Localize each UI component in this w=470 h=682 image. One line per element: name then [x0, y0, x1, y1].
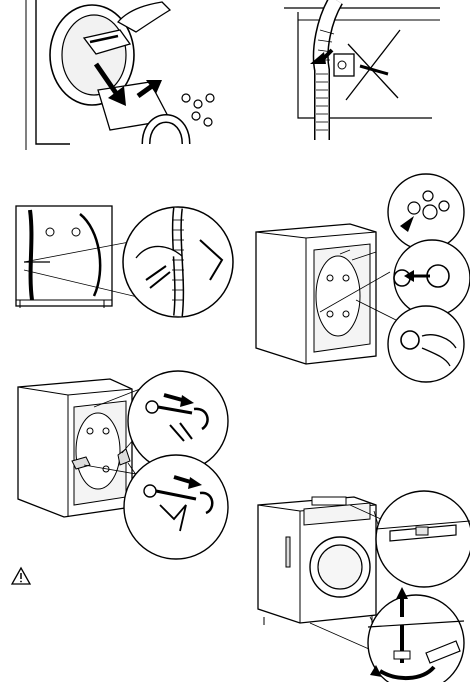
cable-ties-drawing [10, 200, 235, 320]
transit-bolts-drawing [10, 365, 235, 565]
illustration-insert-plastic-caps [250, 168, 470, 378]
leveling-drawing [250, 485, 470, 682]
illustration-level-appliance [250, 485, 470, 682]
hose-clip-drawing [280, 0, 460, 160]
warning-triangle-icon [10, 566, 32, 588]
illustration-remove-cable-ties [10, 200, 235, 320]
warning-row [10, 566, 210, 588]
plastic-caps-drawing [250, 168, 470, 378]
illustration-drain-hose-clip [280, 0, 460, 160]
illustration-remove-transit-bolts [10, 365, 235, 565]
illustration-remove-transit-bag [0, 0, 230, 160]
washer-drum-bag-drawing [0, 0, 230, 160]
